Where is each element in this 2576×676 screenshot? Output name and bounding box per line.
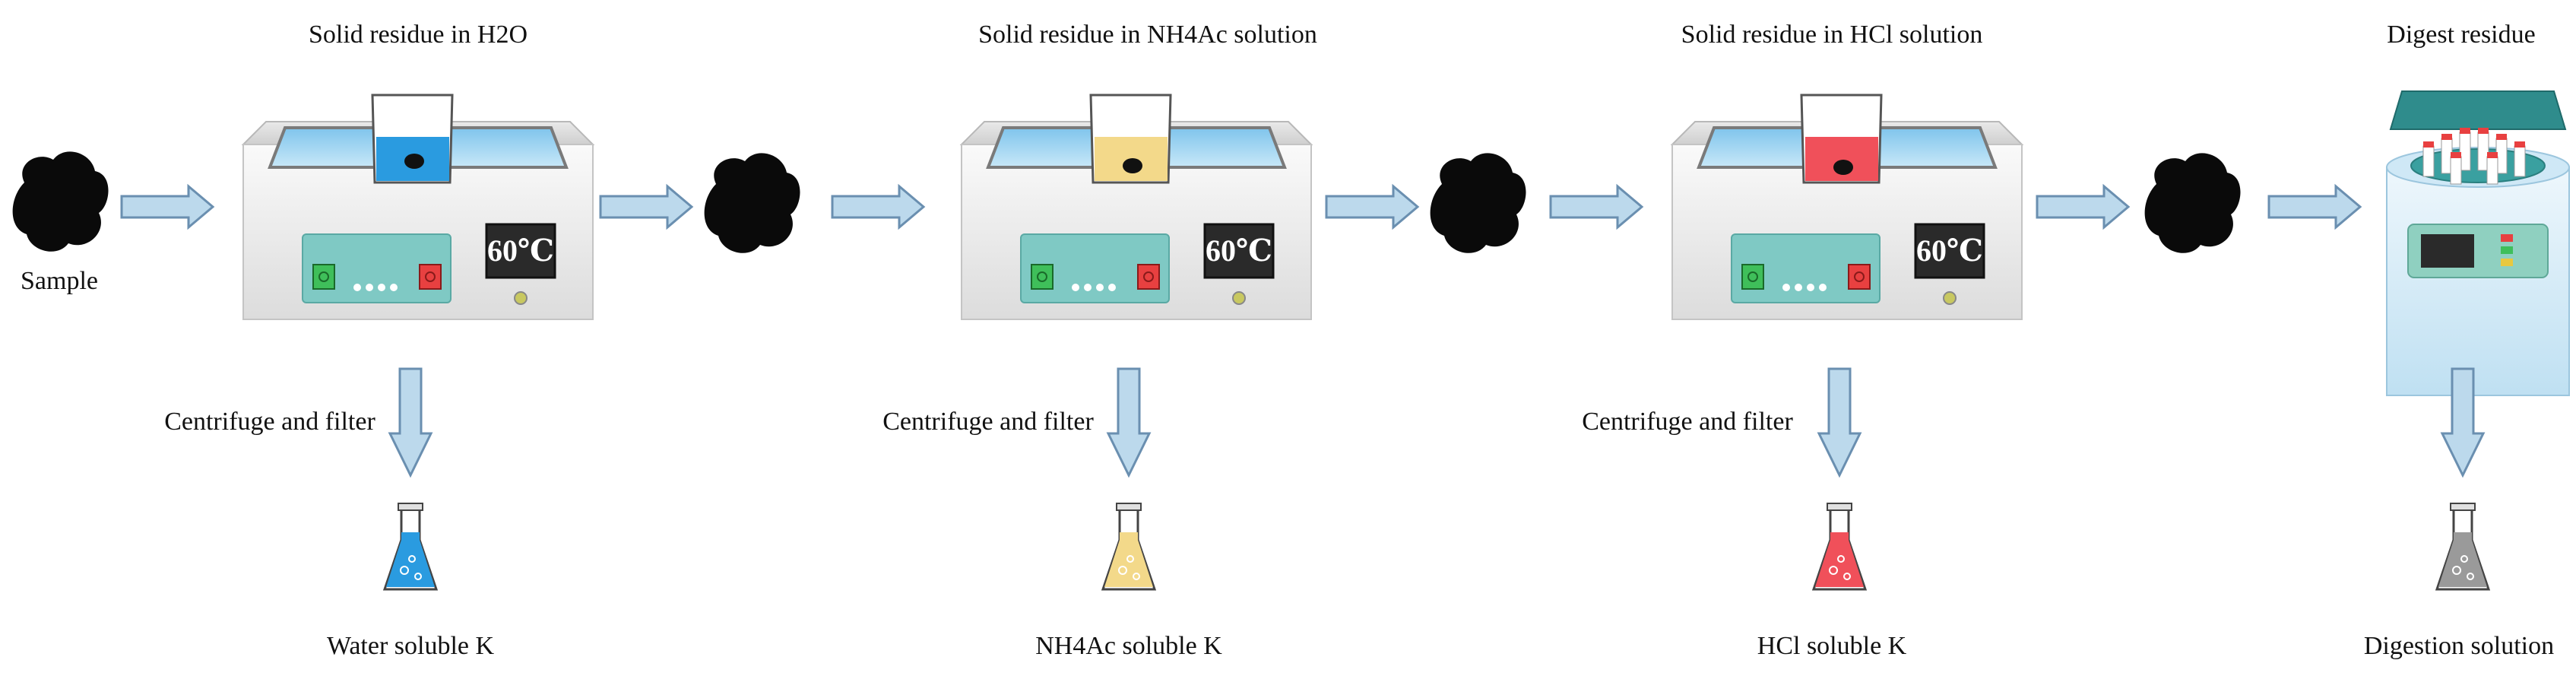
start-button-icon — [312, 264, 335, 290]
beaker-2 — [1089, 94, 1172, 184]
control-panel-3 — [1731, 233, 1881, 303]
start-button-icon — [1031, 264, 1054, 290]
digestion-device — [2386, 90, 2570, 396]
flask-4 — [2435, 503, 2491, 591]
stage-1-process-label: Centrifuge and filter — [164, 408, 375, 436]
stop-button-icon — [419, 264, 442, 290]
arrow-right-icon — [2036, 183, 2131, 230]
arrow-right-icon — [2267, 183, 2362, 230]
flask-liquid-2 — [1104, 532, 1153, 587]
stage-2-top-label: Solid residue in NH4Ac solution — [978, 21, 1317, 49]
final-top-label: Digest residue — [2387, 21, 2535, 49]
arrow-right-icon — [599, 183, 694, 230]
arrow-right-icon — [1549, 183, 1644, 230]
flask-liquid-3 — [1815, 532, 1864, 587]
temperature-value-1: 60℃ — [487, 233, 554, 268]
temperature-value-2: 60℃ — [1206, 233, 1272, 268]
arrow-right-icon — [831, 183, 926, 230]
stage-3-top-label: Solid residue in HCl solution — [1681, 21, 1983, 49]
stage-2-product-label: NH4Ac soluble K — [1035, 632, 1222, 660]
stage-3-process-label: Centrifuge and filter — [1582, 408, 1793, 436]
arrow-right-icon — [1325, 183, 1420, 230]
down-arrows — [388, 367, 2486, 478]
stage-3-product-label: HCl soluble K — [1757, 632, 1907, 660]
start-label: Sample — [21, 267, 98, 295]
temperature-display-2 — [1203, 223, 1275, 279]
stop-button-icon — [1137, 264, 1160, 290]
flask-2 — [1101, 503, 1157, 591]
water-bath-1: 60℃ — [241, 94, 595, 320]
temperature-display-1 — [485, 223, 556, 279]
final-product-label: Digestion solution — [2364, 632, 2554, 660]
arrow-down-icon — [388, 367, 433, 478]
control-panel-2 — [1020, 233, 1170, 303]
arrow-down-icon — [1817, 367, 1862, 478]
temperature-value-3: 60℃ — [1916, 233, 1983, 268]
residue-blob — [2144, 153, 2241, 253]
residue-blob — [704, 153, 800, 253]
arrow-down-icon — [1106, 367, 1152, 478]
flask-3 — [1811, 503, 1868, 591]
water-bath-2: 60℃ — [959, 94, 1313, 320]
control-panel-1 — [302, 233, 452, 303]
stop-button-icon — [1848, 264, 1871, 290]
start-button-icon — [1741, 264, 1764, 290]
flask-liquid-1 — [386, 532, 435, 587]
temperature-display-3 — [1914, 223, 1985, 279]
stage-2-process-label: Centrifuge and filter — [882, 408, 1094, 436]
flask-1 — [382, 503, 439, 591]
horizontal-arrows — [120, 183, 2362, 230]
residue-blob — [1430, 153, 1526, 253]
digestion-vessels — [2422, 128, 2526, 185]
arrow-down-icon — [2440, 367, 2486, 478]
sample-blob — [12, 151, 109, 252]
beaker-1 — [371, 94, 454, 184]
beaker-3 — [1800, 94, 1883, 184]
water-bath-3: 60℃ — [1670, 94, 2024, 320]
stage-1-top-label: Solid residue in H2O — [309, 21, 528, 49]
stage-1-product-label: Water soluble K — [327, 632, 495, 660]
arrow-right-icon — [120, 183, 215, 230]
flask-liquid-4 — [2438, 532, 2487, 587]
